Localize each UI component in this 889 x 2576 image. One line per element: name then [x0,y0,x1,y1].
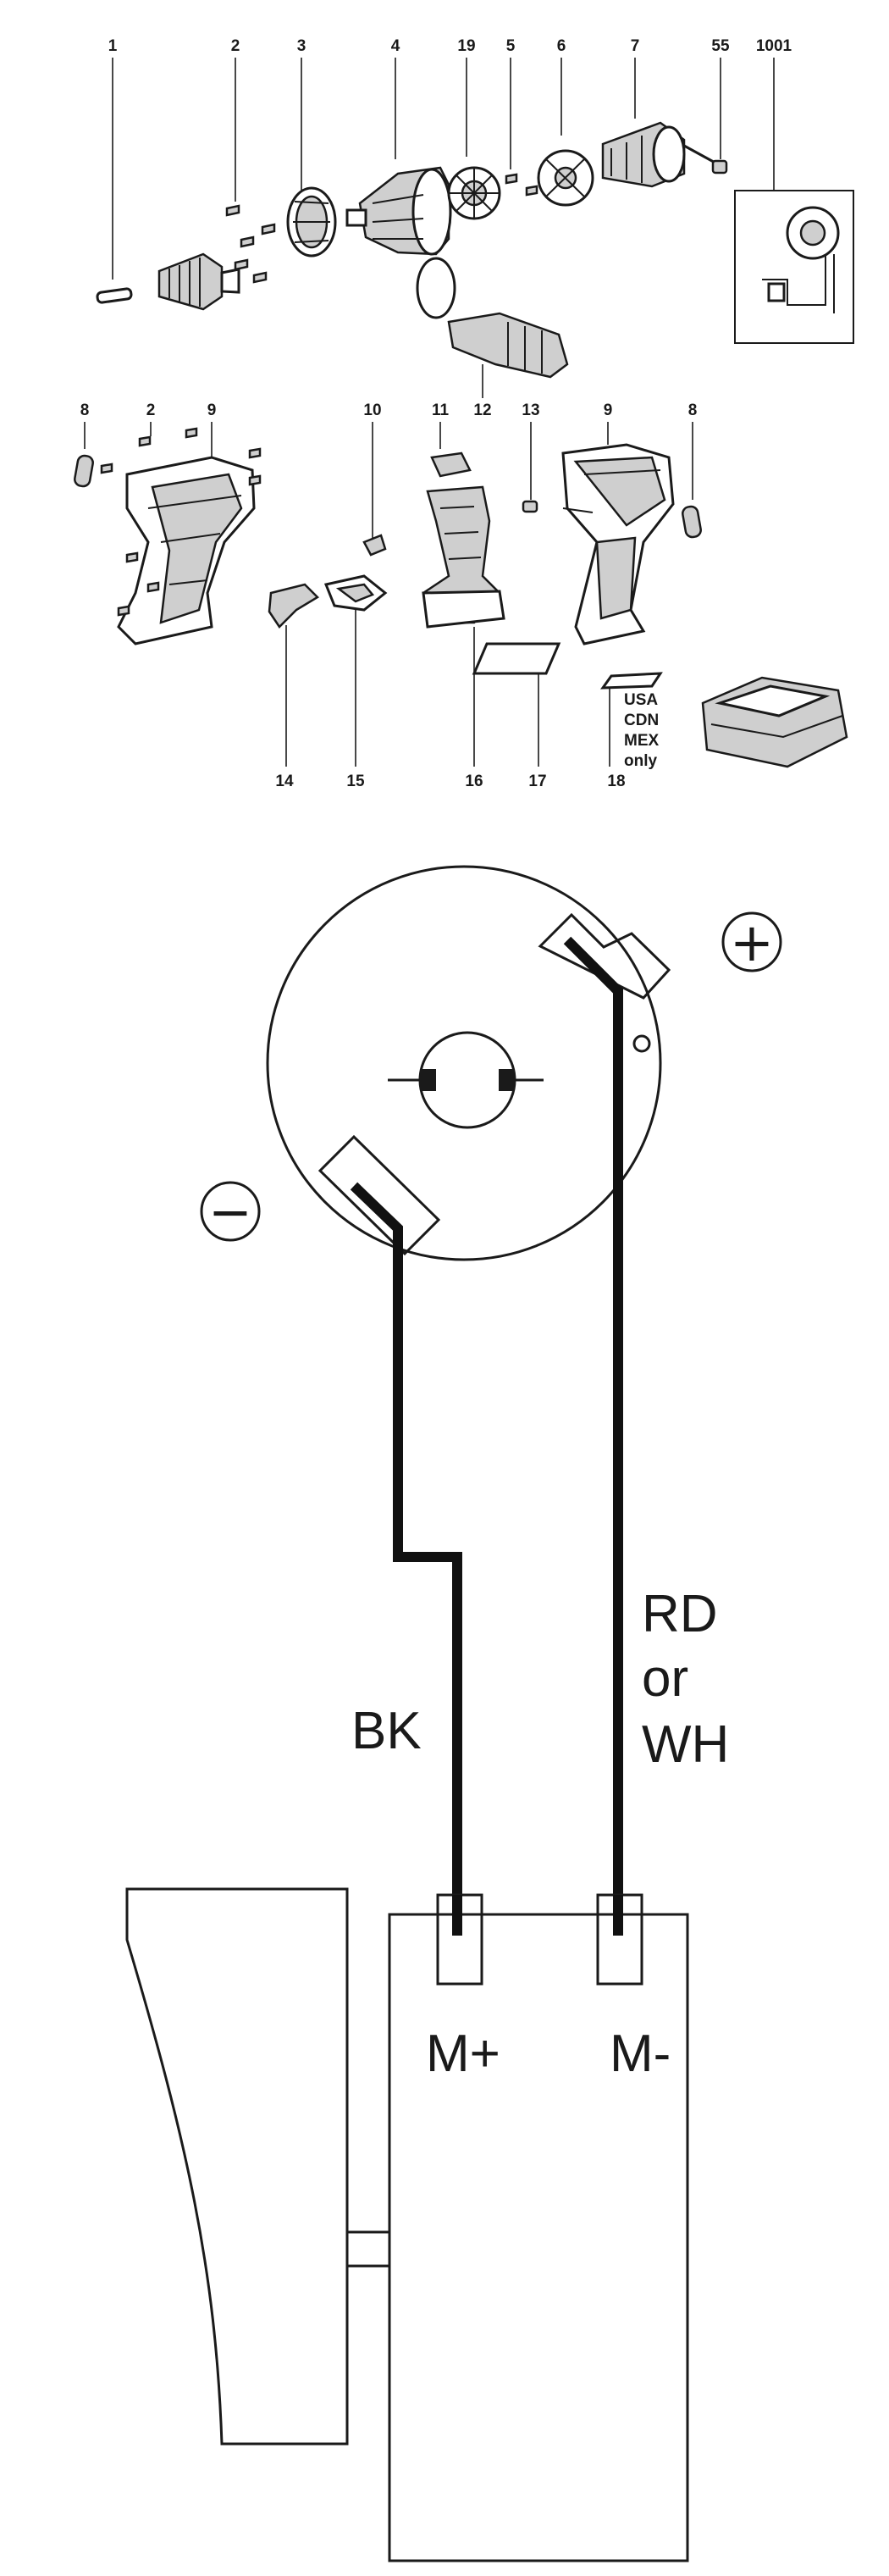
part-number-2: 2 [231,37,240,55]
part-number-12: 12 [473,402,491,419]
negative-symbol: − [200,1181,261,1243]
switch-trigger [125,1887,391,2446]
part-18-label [600,672,663,690]
part-8-left-cap [74,454,94,488]
housing-screws [100,427,262,617]
part-number-5: 5 [506,37,516,55]
part-number-13: 13 [522,402,539,419]
drill-chuck [157,252,240,311]
part-3-collar [286,186,337,258]
wire-label-or: or [642,1649,688,1708]
part-number-7: 7 [631,37,640,55]
part-9-housing-right [561,443,675,645]
part-number-1001: 1001 [756,37,792,55]
part-number-19: 19 [457,37,475,55]
part-number-55: 55 [711,37,730,55]
part-number-8-left: 8 [80,402,90,419]
region-note-line-3: MEX [624,732,660,750]
part-19-disc [447,166,501,220]
part-number-9-right: 9 [604,402,613,419]
part-9-housing-left [117,456,256,645]
part-1001-detail-box [734,190,854,344]
wire-label-wh: WH [642,1715,729,1774]
part-5-screws [505,173,538,197]
part-number-18: 18 [607,773,625,790]
motor-end-circle [266,865,662,1261]
part-number-6: 6 [557,37,566,55]
part-number-14: 14 [275,773,294,790]
positive-terminal-housing [538,912,671,1000]
part-14-bracket [268,583,320,629]
svg-text:+: + [730,911,774,973]
part-number-11: 11 [432,402,450,419]
exploded-view: 1 2 3 4 19 5 6 7 55 1001 [74,37,854,790]
part-number-2-mid: 2 [146,402,156,419]
part-number-3: 3 [297,37,306,55]
wire-label-bk: BK [351,1702,422,1760]
part-number-4: 4 [391,37,400,55]
positive-symbol: + [721,911,782,973]
part-4-gearbox [345,166,452,256]
wire-red-or-white [563,936,623,1902]
part-15-holder [323,574,388,612]
switch-body [388,1893,689,2562]
part-number-1: 1 [108,37,118,55]
part-11-button [430,451,472,478]
wire-label-rd: RD [642,1585,718,1643]
region-note-line-2: CDN [624,712,659,729]
terminal-label-m-plus: M+ [426,2025,500,2083]
part-number-9-left: 9 [207,402,217,419]
svg-text:−: − [208,1181,252,1243]
part-number-15: 15 [346,773,365,790]
part-12-side-handle [416,257,569,398]
terminal-label-m-minus: M- [610,2025,671,2083]
small-screws [225,204,276,284]
part-55-sleeve [711,159,728,175]
part-10-clip [362,534,387,557]
region-note-line-1: USA [624,691,658,709]
part-7-motor [601,121,721,188]
negative-terminal-housing [318,1134,441,1256]
wire-black [350,1182,462,1902]
part-number-17: 17 [528,773,546,790]
battery-pack [701,676,848,768]
part-number-8-right: 8 [688,402,698,419]
region-note-line-4: only [624,752,657,770]
part-8-right-cap [682,505,702,539]
part-17-label [472,642,561,675]
part-1-screw [96,287,133,304]
part-number-10: 10 [363,402,381,419]
part-13-spring [522,500,538,513]
part-6-plate [537,149,594,207]
part-16-switch [422,485,505,629]
wiring-diagram: + − BK RD or WH M+ M- [125,865,782,2562]
polarity-marker [632,1034,651,1053]
motor-symbol [388,1031,544,1129]
part-number-16: 16 [465,773,483,790]
